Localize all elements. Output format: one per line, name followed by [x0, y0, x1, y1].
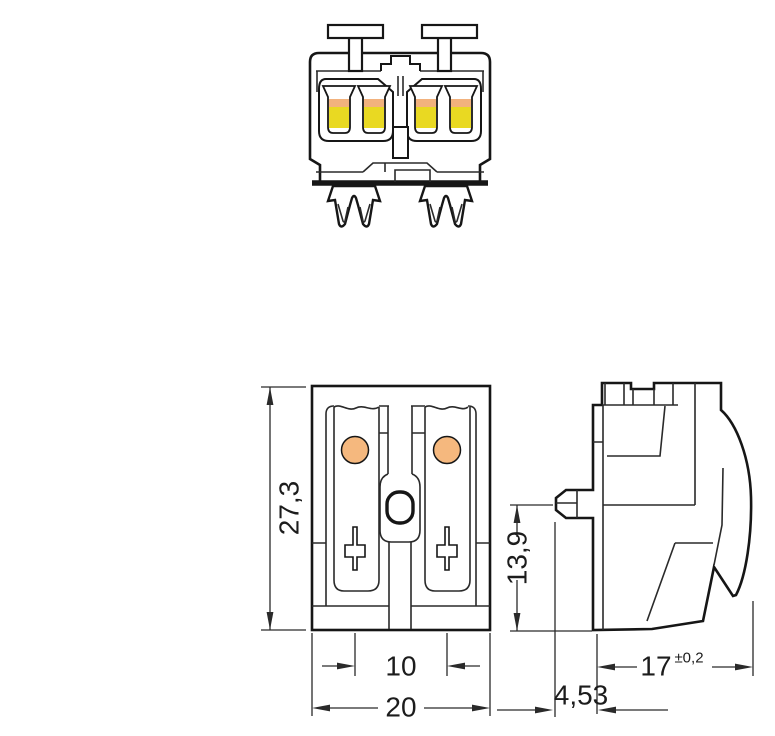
port-4-orange [451, 99, 471, 107]
dimension-arrow [513, 505, 521, 523]
snap-foot-left [326, 184, 382, 228]
port-3-yellow [416, 107, 436, 128]
dimension-label-10: 10 [385, 651, 416, 682]
plan-channel-right [424, 407, 471, 592]
wire-entry-hole-right[interactable] [432, 435, 462, 465]
side-view [554, 381, 753, 632]
dimension-overall-depth: 17 ±0,2 [596, 601, 754, 714]
dimension-arrow [337, 662, 355, 670]
push-button-left[interactable] [326, 23, 385, 73]
dimension-arrow [312, 704, 330, 712]
wire-entry-hole-left[interactable] [340, 435, 370, 465]
port-2-yellow [364, 107, 384, 128]
plan-channel-tops [333, 405, 469, 410]
side-inner-lines [556, 383, 724, 630]
dimension-arrow [598, 706, 616, 714]
snap-foot-right [418, 184, 474, 228]
dimension-label-4-53: 4,53 [554, 680, 609, 711]
side-body-outline [554, 381, 753, 632]
push-button-right-stem[interactable] [436, 36, 453, 73]
dimension-label-27-3: 27,3 [274, 481, 305, 536]
plan-center-pocket [379, 473, 421, 543]
dimension-latch-height: 13,9 [502, 504, 592, 632]
push-button-left-cap[interactable] [326, 23, 385, 40]
dimension-overall-width: 20 [311, 633, 491, 723]
dimension-label-17: 17 [640, 651, 671, 682]
front-center-step [380, 55, 421, 71]
plan-center-strip-top [379, 406, 425, 474]
mounting-hole [385, 490, 415, 525]
release-slot-left [344, 526, 366, 571]
dimension-latch-offset: 4,53 [497, 522, 668, 717]
port-3-orange [416, 99, 436, 107]
front-view [308, 23, 492, 228]
port-2-orange [364, 99, 384, 107]
dimension-label-13-9: 13,9 [502, 531, 533, 586]
dimension-arrow [472, 704, 490, 712]
dimension-plan-height: 27,3 [261, 386, 306, 631]
dimension-label-20: 20 [385, 692, 416, 723]
wire-port-3[interactable] [408, 85, 444, 134]
front-center-slot [392, 126, 409, 159]
port-4-yellow [451, 107, 471, 128]
dimension-label-tolerance: ±0,2 [674, 650, 703, 667]
port-1-orange [329, 99, 349, 107]
front-bottom-step [316, 162, 484, 182]
push-button-left-stem[interactable] [347, 36, 364, 73]
push-button-right-cap[interactable] [420, 23, 479, 40]
dimension-arrow [266, 612, 274, 630]
dimension-foot-spacing: 10 [322, 633, 480, 682]
wire-port-4[interactable] [443, 85, 479, 134]
plan-channel-left [333, 407, 380, 592]
plan-view [310, 384, 492, 632]
wire-port-2[interactable] [356, 85, 392, 134]
push-button-right[interactable] [420, 23, 479, 73]
dimension-arrow [513, 613, 521, 631]
release-slot-right [436, 526, 458, 571]
dimension-arrow [535, 706, 553, 714]
plan-center-strip-bottom [388, 542, 412, 629]
port-1-yellow [329, 107, 349, 128]
wire-port-1[interactable] [321, 85, 357, 134]
plan-inner-shell [312, 405, 490, 606]
front-center-channel [397, 76, 404, 96]
dimension-arrow [735, 663, 753, 671]
dimension-arrow [597, 663, 615, 671]
dimension-arrow [447, 662, 465, 670]
dimension-arrow [266, 387, 274, 405]
